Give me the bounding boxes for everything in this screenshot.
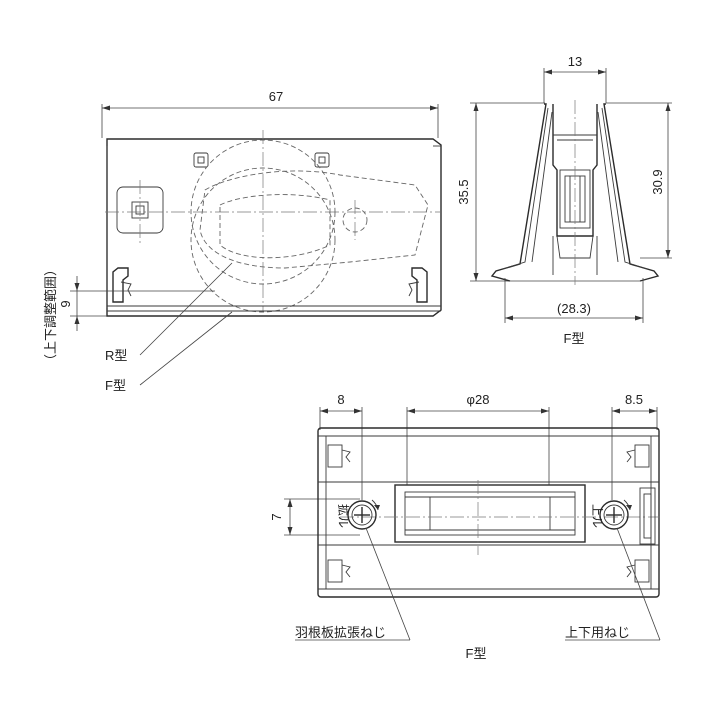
top-slot-right bbox=[314, 152, 330, 168]
r-type-label: R型 bbox=[105, 348, 127, 363]
adjust-dim-value: 9 bbox=[58, 300, 73, 307]
slat-expansion-screw[interactable] bbox=[347, 499, 380, 530]
right-offset-dim: 8.5 bbox=[625, 392, 643, 407]
diameter-dim: φ28 bbox=[467, 392, 490, 407]
center-slider bbox=[394, 484, 586, 543]
side-view: 13 35.5 30.9 bbox=[456, 54, 672, 346]
width-dim-value: 67 bbox=[269, 89, 283, 104]
bottom-view-caption: F型 bbox=[466, 646, 487, 661]
screw-height-dim: 7 bbox=[269, 513, 284, 520]
f-type-label: F型 bbox=[105, 378, 126, 393]
pulley-outline bbox=[190, 139, 336, 285]
front-view: 67 bbox=[43, 89, 442, 393]
bracket-plate bbox=[106, 138, 442, 317]
left-screw-marking: 拡ル bbox=[336, 504, 350, 528]
hook-tl bbox=[327, 444, 343, 468]
adjust-dimension: 9 bbox=[58, 276, 215, 331]
right-clip bbox=[639, 487, 656, 545]
left-leg bbox=[490, 103, 547, 282]
bottom-view: 8 φ28 8.5 7 bbox=[269, 392, 661, 661]
bottom-body bbox=[317, 427, 660, 598]
bottom-width-dim: (28.3) bbox=[557, 301, 591, 316]
hook-left bbox=[112, 267, 129, 303]
slat-expansion-screw-label: 羽根板拡張ねじ bbox=[295, 625, 386, 640]
cam-outline bbox=[199, 170, 429, 269]
width-dimension: 67 bbox=[101, 89, 439, 138]
vertical-adjust-screw-label: 上下用ねじ bbox=[565, 625, 630, 640]
vertical-adjust-screw[interactable] bbox=[599, 499, 632, 530]
left-offset-dim: 8 bbox=[337, 392, 344, 407]
hook-bl bbox=[327, 559, 343, 583]
inner-height-dim: 30.9 bbox=[650, 169, 665, 194]
side-view-caption: F型 bbox=[564, 331, 585, 346]
adjust-range-label: （上下調整範囲） bbox=[43, 263, 58, 367]
top-width-dim: 13 bbox=[568, 54, 582, 69]
hook-tr bbox=[634, 444, 650, 468]
hook-br bbox=[634, 559, 650, 583]
right-screw-marking: 上ル bbox=[590, 504, 604, 528]
hook-right bbox=[411, 267, 428, 303]
top-slot-left bbox=[193, 152, 209, 168]
height-dim: 35.5 bbox=[456, 179, 471, 204]
